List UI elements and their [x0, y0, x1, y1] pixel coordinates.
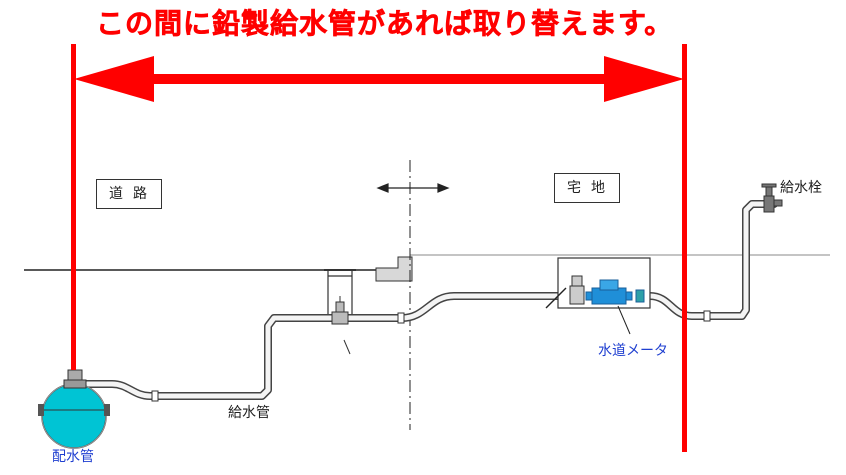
meter-valve-pointer — [545, 287, 567, 309]
boundary-arrow — [376, 183, 450, 193]
supply-pipe — [82, 200, 778, 400]
range-left-line — [71, 44, 76, 370]
supply-pipe-inner — [83, 201, 777, 399]
stop-valve — [331, 296, 349, 325]
headline: この間に鉛製給水管があれば取り替えます。 — [96, 7, 674, 41]
water-meter-label: 水道メータ — [598, 343, 668, 359]
replacement-range-arrow — [74, 56, 684, 102]
road-label: 道路 — [96, 179, 162, 209]
meter-valve — [569, 275, 585, 305]
faucet — [761, 183, 783, 213]
faucet-label: 給水栓 — [780, 180, 822, 196]
supply-pipe-label: 給水管 — [228, 405, 270, 421]
meter-pointer — [617, 305, 631, 335]
range-right-line — [682, 44, 687, 452]
valve-pointer — [343, 339, 351, 355]
curb — [375, 256, 413, 282]
residence-label: 宅地 — [554, 173, 620, 203]
distribution-main — [38, 369, 110, 449]
water-meter — [585, 279, 645, 305]
distribution-main-label: 配水管 — [52, 449, 94, 465]
